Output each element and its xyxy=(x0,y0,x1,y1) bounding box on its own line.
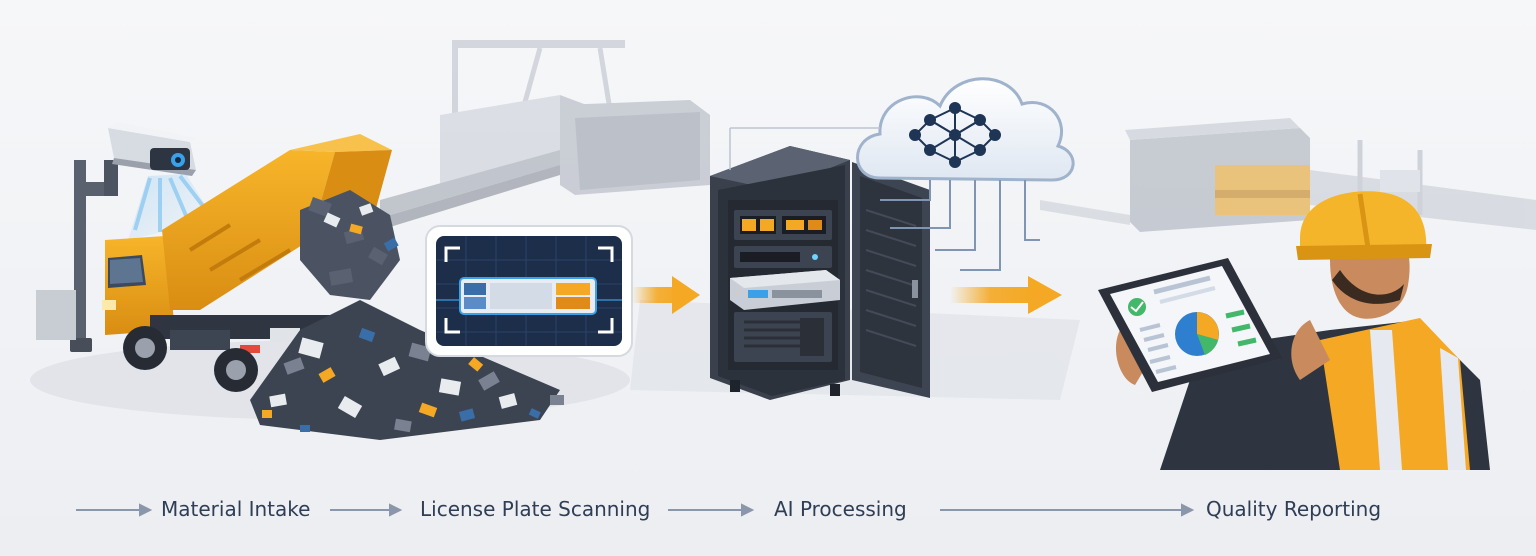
background-factory-left xyxy=(380,40,710,230)
background-factory-right xyxy=(1040,118,1536,232)
flow-arrow-2 xyxy=(950,276,1062,314)
step-label-license-plate-scanning: License Plate Scanning xyxy=(420,497,651,521)
tablet-dashboard-icon xyxy=(1098,258,1282,392)
step-label-material-intake: Material Intake xyxy=(161,497,311,521)
debris-pile-icon xyxy=(250,190,564,440)
cloud-network-icon xyxy=(729,77,1075,271)
flow-line xyxy=(76,503,1195,517)
dump-truck-icon xyxy=(36,134,392,392)
server-unit-3 xyxy=(730,270,840,310)
plate-scan-icon xyxy=(425,225,633,357)
camera-icon xyxy=(70,122,215,352)
server-rack-icon xyxy=(710,146,930,400)
flow-arrow-1 xyxy=(632,276,700,314)
server-unit-2 xyxy=(734,246,832,268)
server-unit-1 xyxy=(734,210,832,240)
step-label-quality-reporting: Quality Reporting xyxy=(1206,497,1382,521)
step-label-ai-processing: AI Processing xyxy=(774,497,907,521)
server-unit-4 xyxy=(734,312,832,362)
worker-icon xyxy=(1115,191,1490,470)
